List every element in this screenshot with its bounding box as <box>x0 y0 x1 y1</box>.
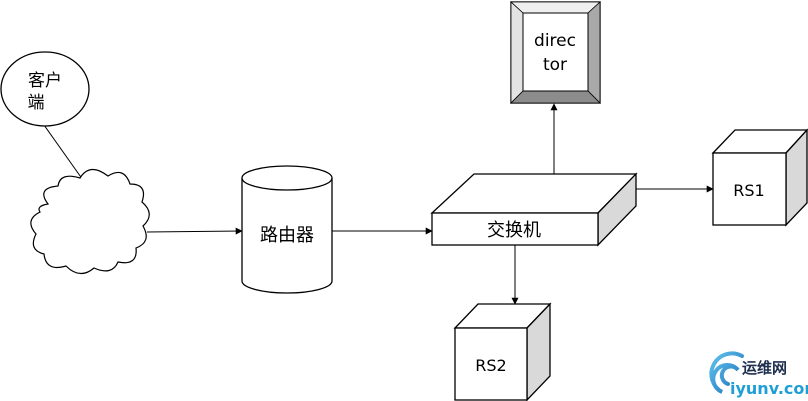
rs2-node: RS2 <box>453 302 552 401</box>
rs1-node: RS1 <box>711 128 808 227</box>
client-label-line1: 客户 <box>28 71 62 91</box>
switch-label: 交换机 <box>487 220 541 241</box>
watermark-logo: 运维网 iyunv.com <box>709 351 808 398</box>
switch-node: 交换机 <box>430 172 638 247</box>
cloud-icon <box>30 168 150 275</box>
client-label-line2: 端 <box>28 93 45 113</box>
rs1-label: RS1 <box>733 181 764 200</box>
director-label-line1: direc <box>534 31 576 51</box>
watermark-url: iyunv.com <box>730 379 808 398</box>
router-node: 路由器 <box>241 165 333 294</box>
director-label-line2: tor <box>543 55 567 75</box>
director-node: direc tor <box>509 1 602 104</box>
router-label: 路由器 <box>260 225 314 246</box>
client-node: 客户 端 <box>0 51 90 127</box>
watermark-title: 运维网 <box>742 359 787 377</box>
rs2-label: RS2 <box>475 356 506 375</box>
edge-cloud-router <box>146 227 243 235</box>
watermark-swirl-icon <box>709 351 744 394</box>
